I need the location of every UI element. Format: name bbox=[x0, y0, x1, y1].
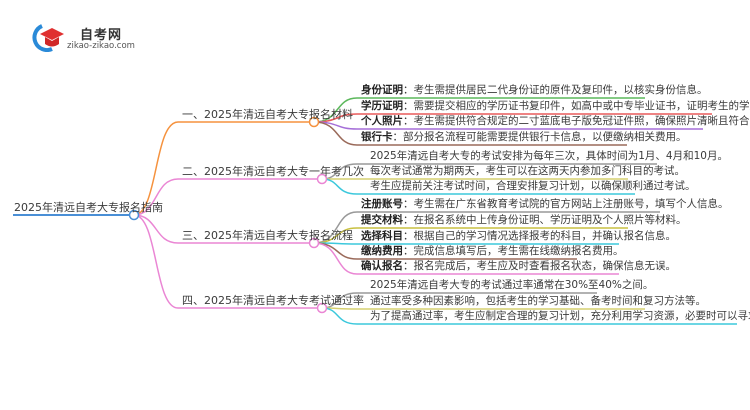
leaf-connector bbox=[313, 242, 619, 245]
leaf-label: 身份证明 bbox=[361, 84, 403, 96]
leaf-label: 个人照片 bbox=[361, 115, 403, 127]
leaf-node[interactable]: 提交材料：在报名系统中上传身份证明、学历证明及个人照片等材料。 bbox=[361, 214, 687, 227]
leaf-node[interactable]: 通过率受多种因素影响，包括考生的学习基础、备考时间和复习方法等。 bbox=[370, 295, 706, 308]
root-collapse-toggle[interactable] bbox=[128, 209, 140, 221]
leaf-node[interactable]: 银行卡：部分报名流程可能需要提供银行卡信息，以便缴纳相关费用。 bbox=[361, 131, 687, 144]
leaf-node[interactable]: 选择科目：根据自己的学习情况选择报考的科目，并确认报名信息。 bbox=[361, 230, 676, 243]
leaf-node[interactable]: 每次考试通常为期两天，考生可以在这两天内参加多门科目的考试。 bbox=[370, 165, 685, 178]
branch-collapse-toggle[interactable] bbox=[308, 237, 320, 249]
leaf-node[interactable]: 为了提高通过率，考生应制定合理的复习计划，充分利用学习资源，必要时可以寻求专业的… bbox=[370, 310, 750, 323]
leaf-node[interactable]: 2025年清远自考大专的考试安排为每年三次，具体时间为1月、4月和10月。 bbox=[370, 150, 728, 163]
leaf-label: 确认报名 bbox=[361, 260, 403, 272]
leaf-text: 考生应提前关注考试时间，合理安排复习计划，以确保顺利通过考试。 bbox=[370, 180, 696, 192]
branch-connector bbox=[133, 214, 322, 309]
leaf-text: 2025年清远自考大专的考试通过率通常在30%至40%之间。 bbox=[370, 279, 654, 291]
branch-connector bbox=[133, 214, 314, 244]
leaf-connector bbox=[321, 307, 645, 310]
leaf-node[interactable]: 学历证明：需要提交相应的学历证书复印件，如高中或中专毕业证书，证明考生的学历水平… bbox=[361, 100, 750, 113]
leaf-connector bbox=[313, 242, 619, 275]
leaf-text: ：在报名系统中上传身份证明、学历证明及个人照片等材料。 bbox=[403, 214, 687, 226]
branch-node[interactable]: 二、2025年清远自考大专一年考几次 bbox=[182, 165, 364, 178]
branch-node[interactable]: 四、2025年清远自考大专考试通过率 bbox=[182, 294, 364, 307]
leaf-node[interactable]: 2025年清远自考大专的考试通过率通常在30%至40%之间。 bbox=[370, 279, 653, 292]
branch-collapse-toggle[interactable] bbox=[308, 116, 320, 128]
leaf-text: ：考生需在广东省教育考试院的官方网站上注册账号，填写个人信息。 bbox=[403, 198, 729, 210]
leaf-text: ：考生需提供符合规定的二寸蓝底电子版免冠证件照，确保照片清晰且符合要求。 bbox=[403, 115, 750, 127]
leaf-text: ：部分报名流程可能需要提供银行卡信息，以便缴纳相关费用。 bbox=[392, 131, 687, 143]
leaf-text: ：完成信息填写后，考生需在线缴纳报名费用。 bbox=[403, 245, 624, 257]
leaf-node[interactable]: 个人照片：考生需提供符合规定的二寸蓝底电子版免冠证件照，确保照片清晰且符合要求。 bbox=[361, 115, 750, 128]
leaf-text: 每次考试通常为期两天，考生可以在这两天内参加多门科目的考试。 bbox=[370, 165, 685, 177]
leaf-text: 通过率受多种因素影响，包括考生的学习基础、备考时间和复习方法等。 bbox=[370, 295, 706, 307]
branch-collapse-toggle[interactable] bbox=[316, 173, 328, 185]
leaf-node[interactable]: 考生应提前关注考试时间，合理安排复习计划，以确保顺利通过考试。 bbox=[370, 180, 696, 193]
leaf-text: ：需要提交相应的学历证书复印件，如高中或中专毕业证书，证明考生的学历水平。 bbox=[403, 100, 750, 112]
root-node[interactable]: 2025年清远自考大专报名指南 bbox=[14, 201, 163, 214]
leaf-node[interactable]: 确认报名：报名完成后，考生应及时查看报名状态，确保信息无误。 bbox=[361, 260, 676, 273]
logo-subtitle: zikao-zikao.com bbox=[67, 41, 135, 51]
branch-connector bbox=[133, 178, 322, 216]
leaf-label: 银行卡 bbox=[361, 131, 393, 143]
branch-node[interactable]: 一、2025年清远自考大专报名材料 bbox=[182, 108, 353, 121]
leaf-label: 提交材料 bbox=[361, 214, 403, 226]
branch-collapse-toggle[interactable] bbox=[316, 302, 328, 314]
leaf-text: ：考生需提供居民二代身份证的原件及复印件，以核实身份信息。 bbox=[403, 84, 708, 96]
branch-node[interactable]: 三、2025年清远自考大专报名流程 bbox=[182, 229, 353, 242]
leaf-label: 注册账号 bbox=[361, 198, 403, 210]
leaf-text: ：报名完成后，考生应及时查看报名状态，确保信息无误。 bbox=[403, 260, 676, 272]
leaf-node[interactable]: 注册账号：考生需在广东省教育考试院的官方网站上注册账号，填写个人信息。 bbox=[361, 198, 729, 211]
leaf-text: 2025年清远自考大专的考试安排为每年三次，具体时间为1月、4月和10月。 bbox=[370, 150, 728, 162]
leaf-label: 学历证明 bbox=[361, 100, 403, 112]
leaf-connector bbox=[313, 121, 627, 146]
leaf-node[interactable]: 缴纳费用：完成信息填写后，考生需在线缴纳报名费用。 bbox=[361, 245, 624, 258]
logo-title: 自考网 bbox=[80, 28, 123, 43]
leaf-node[interactable]: 身份证明：考生需提供居民二代身份证的原件及复印件，以核实身份信息。 bbox=[361, 84, 708, 97]
leaf-text: ：根据自己的学习情况选择报考的科目，并确认报名信息。 bbox=[403, 230, 676, 242]
leaf-text: 为了提高通过率，考生应制定合理的复习计划，充分利用学习资源，必要时可以寻求专业的… bbox=[370, 310, 750, 322]
graduation-cap-logo-icon bbox=[32, 24, 64, 52]
branch-connector bbox=[133, 121, 314, 216]
leaf-label: 选择科目 bbox=[361, 230, 403, 242]
leaf-label: 缴纳费用 bbox=[361, 245, 403, 257]
